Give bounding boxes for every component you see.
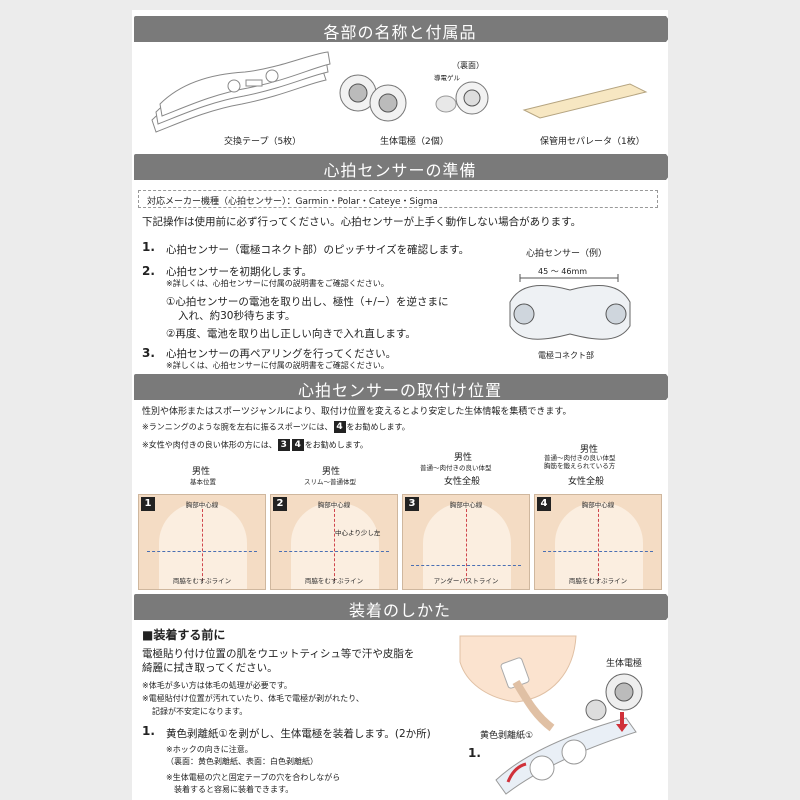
compatible-makers-text: 対応メーカー機種（心拍センサー）：Garmin・Polar・Cateye・Sig… xyxy=(147,197,438,207)
bio-electrode-illustration xyxy=(339,74,407,122)
panel-4-head1: 男性 xyxy=(580,445,599,455)
panel-4-head3: 女性全般 xyxy=(568,477,605,487)
panel-2-head1: 男性 xyxy=(322,467,341,477)
panel-3-head1: 男性 xyxy=(454,453,473,463)
position-panel-4: 4 胸部中心線 両脇をむすぶライン xyxy=(534,494,662,590)
panel-1-head2: 基本位置 xyxy=(190,478,216,486)
wearing-sub-note-2: （裏面：黄色剥離紙、表面：白色剥離紙） xyxy=(166,757,318,766)
step-2-text: 心拍センサーを初期化します。 xyxy=(166,266,312,278)
connector-label: 電極コネクト部 xyxy=(538,351,594,360)
step-2-number: 2. xyxy=(142,264,155,278)
wearing-note-2a: ※電極貼付け位置が汚れていたり、体毛で電極が剥がれたり、 xyxy=(142,694,364,703)
section-title-position: 心拍センサーの取付け位置 xyxy=(297,381,502,400)
step-1-number: 1. xyxy=(142,240,155,254)
panel-1-head1: 男性 xyxy=(192,467,211,477)
position-panel-1: 1 胸部中心線 両脇をむすぶライン xyxy=(138,494,266,590)
wearing-sub-note-1: ※ホックの向きに注意。 xyxy=(166,745,253,754)
step-3-note: ※詳しくは、心拍センサーに付属の説明書をご確認ください。 xyxy=(166,361,389,370)
step-3-text: 心拍センサーの再ペアリングを行ってください。 xyxy=(166,348,397,360)
before-wearing-heading: ■装着する前に xyxy=(142,628,226,642)
panel-bottom-label: アンダーバストライン xyxy=(433,577,499,585)
wearing-sub-note-3: ※生体電極の穴と固定テープの穴を合わしながら xyxy=(166,773,341,782)
fig-step-number: 1. xyxy=(468,746,481,760)
wearing-note-2b: 記録が不安定になります。 xyxy=(152,707,248,716)
panel-top-label: 胸部中心線 xyxy=(317,501,351,509)
wearing-para-2: 綺麗に拭き取ってください。 xyxy=(142,662,278,674)
separator-illustration xyxy=(522,83,648,119)
section-title-wearing: 装着のしかた xyxy=(348,601,451,620)
wearing-step-text: 黄色剥離紙①を剥がし、生体電極を装着します。(2か所) xyxy=(166,728,431,740)
panel-top-label: 胸部中心線 xyxy=(449,501,483,509)
panel-number: 3 xyxy=(405,497,419,511)
preparation-intro: 下記操作は使用前に必ず行ってください。心拍センサーが上手く動作しない場合がありま… xyxy=(142,216,582,228)
panel-top-label: 胸部中心線 xyxy=(185,501,219,509)
badge-3: 3 xyxy=(277,439,290,451)
fig-electrode-label: 生体電極 xyxy=(606,659,643,669)
wearing-note-1: ※体毛が多い方は体毛の処理が必要です。 xyxy=(142,681,292,690)
position-intro: 性別や体形またはスポーツジャンルにより、取付け位置を変えるとより安定した生体情報… xyxy=(142,407,572,417)
panel-bottom-label: 両脇をむすぶライン xyxy=(172,577,232,585)
torso xyxy=(555,503,643,589)
step-3-number: 3. xyxy=(142,346,155,360)
panel-extra-label: 中心より少し左 xyxy=(335,529,381,537)
position-panel-2: 2 胸部中心線 中心より少し左 両脇をむすぶライン xyxy=(270,494,398,590)
badge-4: 4 xyxy=(291,439,304,451)
panel-3-head3: 女性全般 xyxy=(444,477,481,487)
step-2-sub2: ②再度、電池を取り出し正しい向きで入れ直します。 xyxy=(166,328,416,340)
wearing-illustration xyxy=(459,635,643,795)
step-2-sub1a: ①心拍センサーの電池を取り出し、極性（+/−）を逆さまに xyxy=(166,296,449,308)
position-panel-3: 3 胸部中心線 アンダーバストライン xyxy=(402,494,530,590)
panel-number: 2 xyxy=(273,497,287,511)
conductive-gel-label: 導電ゲル xyxy=(434,74,460,82)
parts-label-electrode: 生体電極（2個） xyxy=(380,137,449,147)
exchange-tape-illustration xyxy=(151,51,331,133)
step-2-note: ※詳しくは、心拍センサーに付属の説明書をご確認ください。 xyxy=(166,279,389,288)
torso xyxy=(291,503,379,589)
panel-3-head2: 普通～肉付きの良い体型 xyxy=(420,464,492,472)
pitch-size-label: 45 ～ 46mm xyxy=(538,267,588,276)
panel-4-head2: 普通～肉付きの良い体型 胸筋を鍛えられている方 xyxy=(544,454,616,470)
panel-number: 1 xyxy=(141,497,155,511)
back-side-label: （裏面） xyxy=(452,61,484,70)
wearing-step-number: 1. xyxy=(142,724,155,738)
manual-page: 各部の名称と付属品 交換テープ（5枚） （裏面） 導電ゲル 生体電極（2個） 保… xyxy=(132,10,668,800)
badge-4: 4 xyxy=(333,421,346,433)
panel-top-label: 胸部中心線 xyxy=(581,501,615,509)
section-banner-parts: 各部の名称と付属品 xyxy=(134,16,668,42)
panel-bottom-label: 両脇をむすぶライン xyxy=(304,577,364,585)
section-banner-position: 心拍センサーの取付け位置 xyxy=(134,374,668,400)
parts-label-tape: 交換テープ（5枚） xyxy=(224,137,302,147)
panel-2-head2: スリム～普通体型 xyxy=(304,478,356,486)
section-banner-preparation: 心拍センサーの準備 xyxy=(134,154,668,180)
torso xyxy=(159,503,247,589)
panel-bottom-label: 両脇をむすぶライン xyxy=(568,577,628,585)
section-title-preparation: 心拍センサーの準備 xyxy=(323,161,477,180)
section-banner-wearing: 装着のしかた xyxy=(134,594,668,620)
section-title-parts: 各部の名称と付属品 xyxy=(323,23,477,42)
parts-label-separator: 保管用セパレータ（1枚） xyxy=(540,137,645,147)
heart-rate-sensor-illustration xyxy=(509,274,631,340)
torso xyxy=(423,503,511,589)
panel-number: 4 xyxy=(537,497,551,511)
sensor-example-title: 心拍センサー（例） xyxy=(526,249,608,259)
wearing-sub-note-4: 装着すると容易に装着できます。 xyxy=(174,785,294,794)
step-1-text: 心拍センサー（電極コネクト部）のピッチサイズを確認します。 xyxy=(166,244,470,256)
electrode-back-illustration xyxy=(435,81,489,115)
wearing-para-1: 電極貼り付け位置の肌をウエットティシュ等で汗や皮脂を xyxy=(142,648,415,660)
fig-yellow-paper-label: 黄色剥離紙① xyxy=(480,731,534,741)
compatible-makers-box: 対応メーカー機種（心拍センサー）：Garmin・Polar・Cateye・Sig… xyxy=(138,190,658,208)
step-2-sub1b: 入れ、約30秒待ちます。 xyxy=(178,310,296,322)
